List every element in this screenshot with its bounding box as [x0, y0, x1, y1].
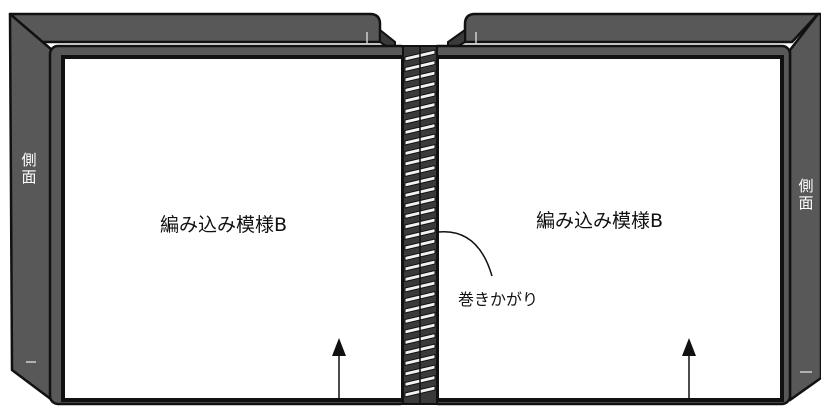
- left-side-label: 側面: [21, 151, 37, 186]
- left-panel-title: 編み込み模様B: [160, 214, 288, 236]
- right-top-flap: [463, 12, 820, 44]
- binding-spine: [402, 45, 438, 405]
- left-top-flap: [8, 12, 382, 44]
- right-panel: [428, 12, 821, 406]
- binding-callout-leader: [437, 230, 493, 277]
- left-panel-face: [61, 55, 405, 402]
- left-direction-arrow-head: [332, 338, 346, 356]
- binding-callout-label: 巻きかがり: [458, 290, 539, 309]
- right-panel-face: [435, 55, 784, 402]
- left-panel: [8, 12, 410, 406]
- right-side-label: 側面: [798, 177, 814, 212]
- right-panel-title: 編み込み模様B: [536, 210, 664, 232]
- left-side-flap: [8, 12, 54, 402]
- right-direction-arrow-head: [682, 338, 696, 356]
